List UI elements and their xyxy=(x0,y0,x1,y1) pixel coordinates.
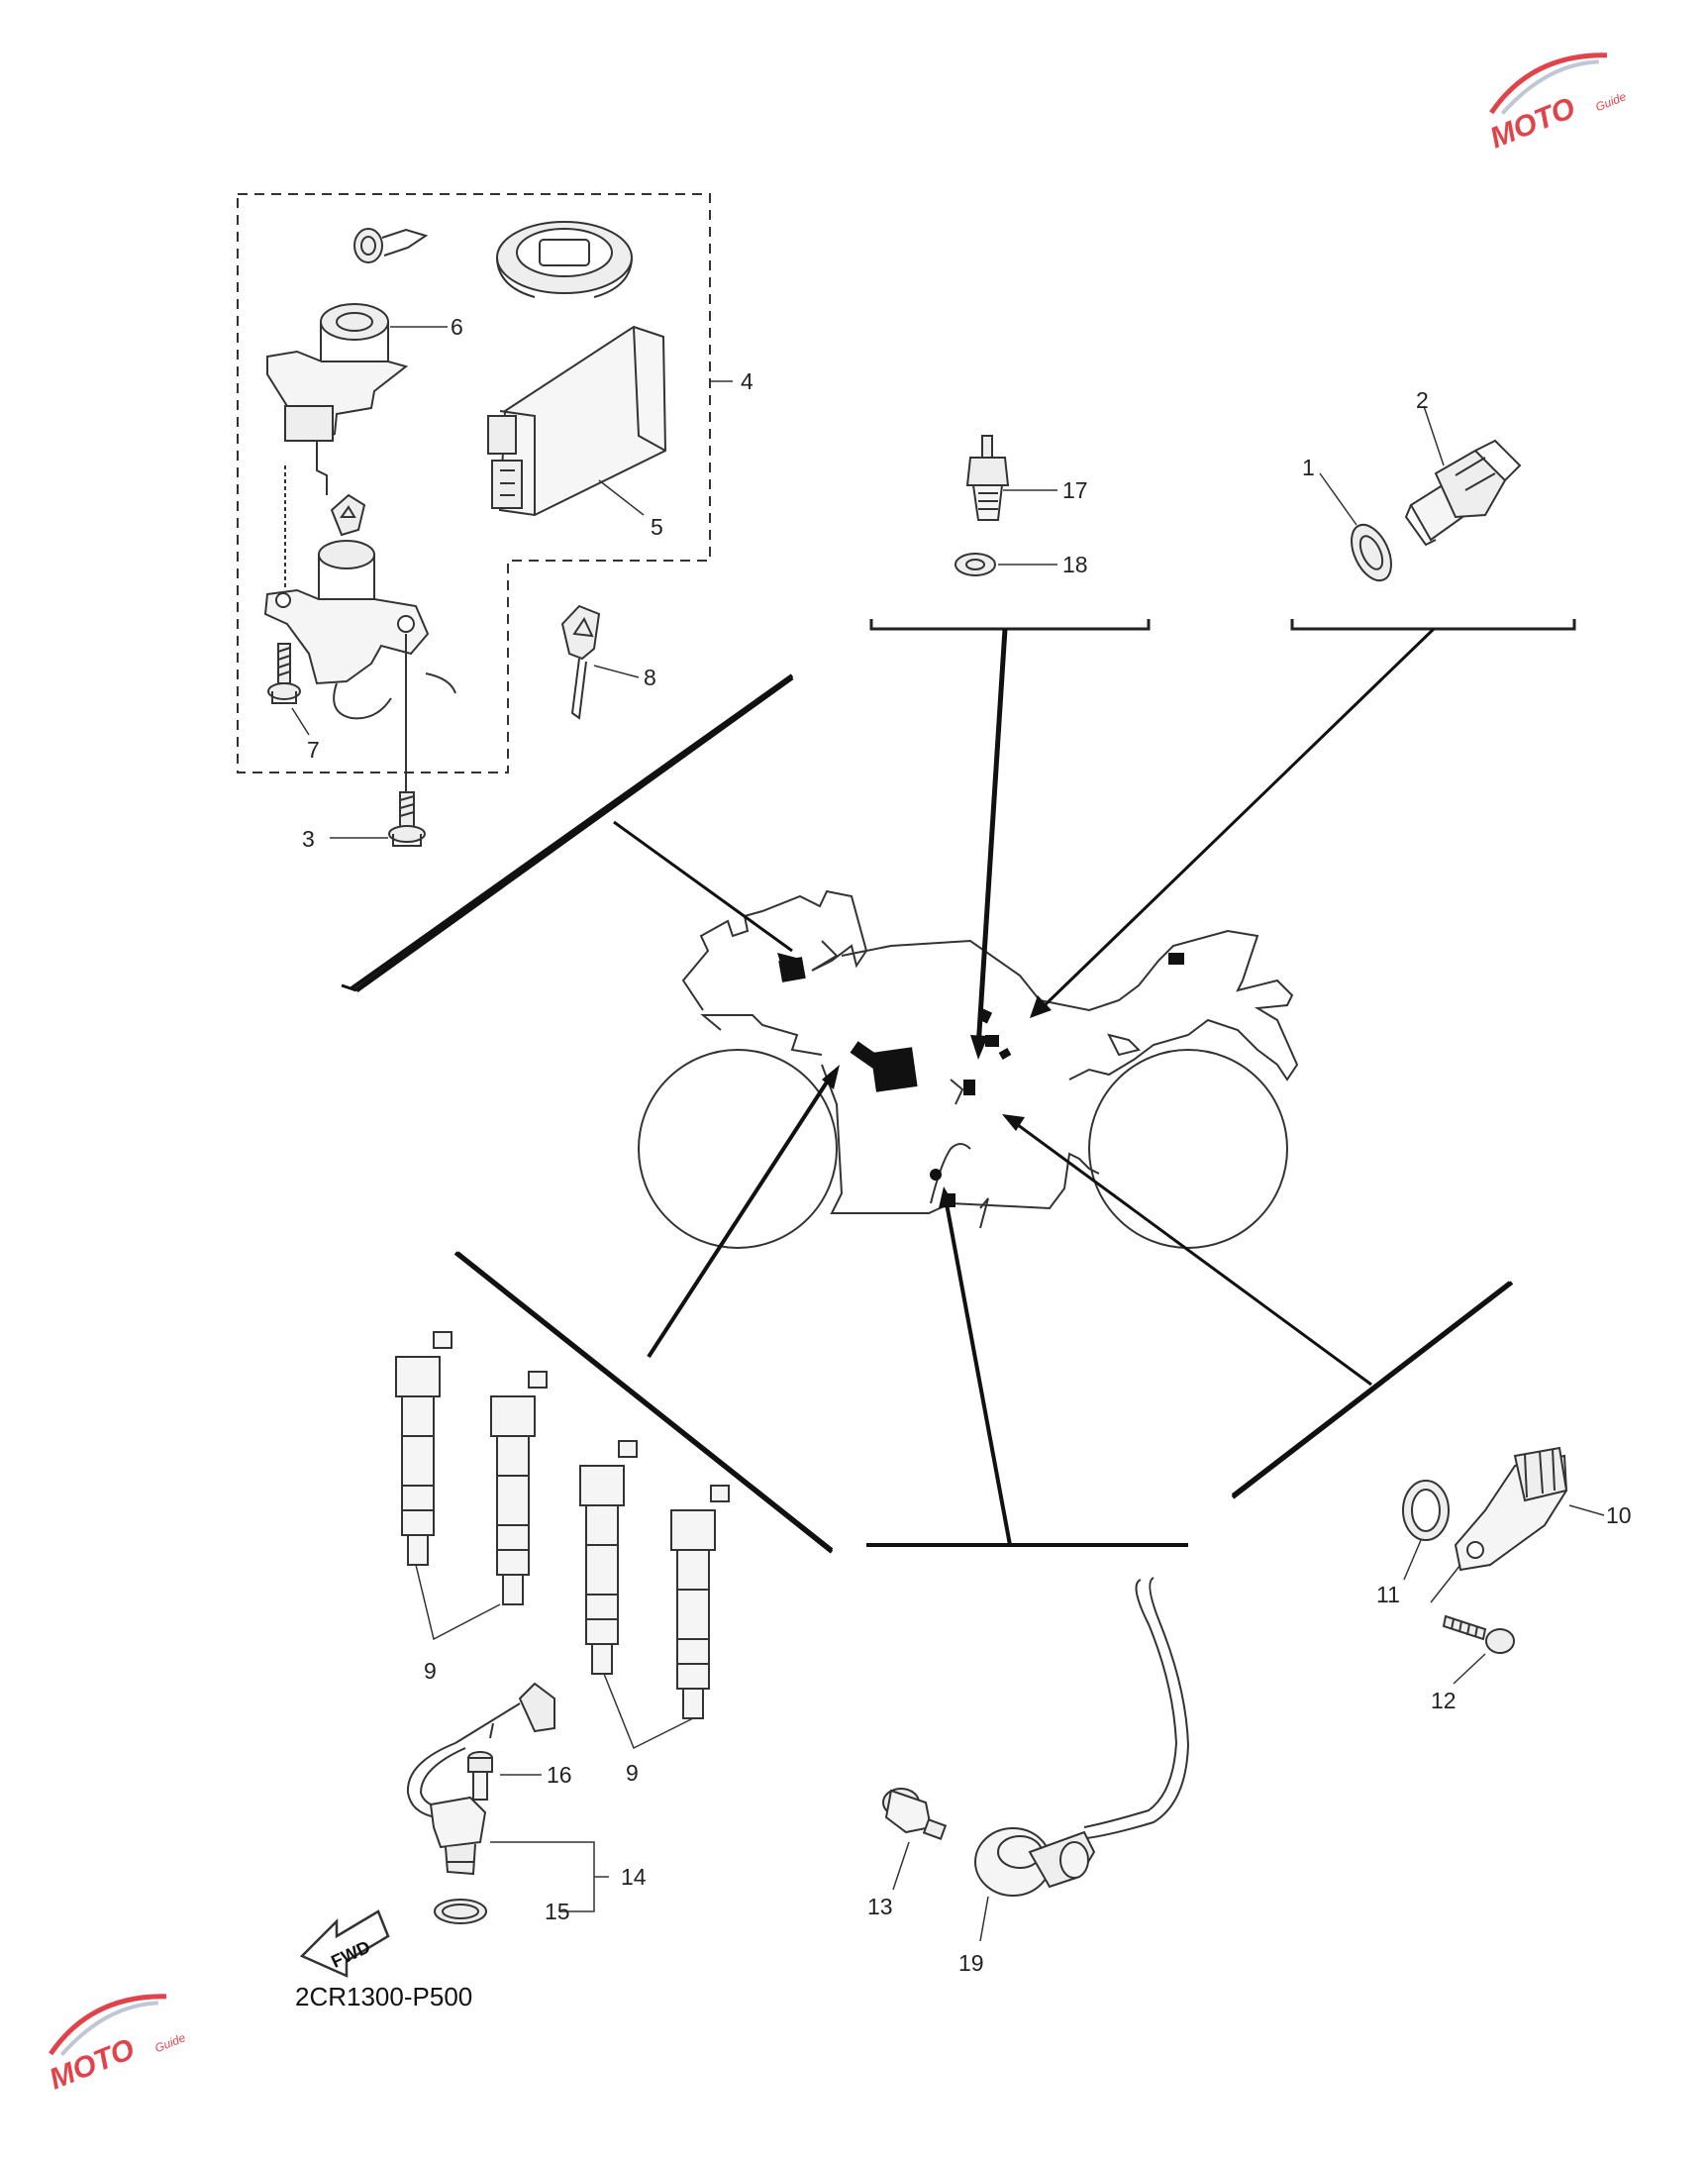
oring-part-15 xyxy=(434,1899,487,1924)
bolt-part-16 xyxy=(467,1751,493,1801)
callout-11: 11 xyxy=(1376,1582,1400,1607)
coil-leader-9b xyxy=(603,1673,694,1750)
callout-17: 17 xyxy=(1062,477,1088,503)
bracket-part-10 xyxy=(1231,1281,1514,1499)
callout-5: 5 xyxy=(651,514,663,540)
ignition-coil-1 xyxy=(395,1331,452,1566)
washer-part-1 xyxy=(1351,523,1392,582)
bracket-top-left xyxy=(350,673,794,990)
callout-16: 16 xyxy=(547,1762,572,1788)
callout-19: 19 xyxy=(958,1950,984,1976)
callout-9b: 9 xyxy=(626,1760,639,1786)
sensor-part-19 xyxy=(974,1577,1190,1897)
callout-12: 12 xyxy=(1431,1688,1457,1713)
fuel-cap xyxy=(496,221,633,298)
bracket-ignition-coils xyxy=(453,1251,834,1554)
pressure-switch-part-13 xyxy=(882,1788,948,1840)
seat-lock-cylinder xyxy=(353,228,429,263)
ignition-coil-4 xyxy=(670,1485,730,1719)
bolt-part-7 xyxy=(267,643,301,704)
watermark-logo-top: MOTO Guide xyxy=(1485,52,1629,155)
motorcycle-silhouette xyxy=(638,889,1299,1249)
callout-8: 8 xyxy=(644,665,656,690)
callout-3: 3 xyxy=(302,826,315,852)
leader-arrowheads xyxy=(777,953,1052,1208)
callout-1: 1 xyxy=(1302,455,1315,480)
ecu-unit xyxy=(487,325,667,517)
main-switch-assembly xyxy=(266,303,409,495)
ignition-coils xyxy=(395,1331,730,1719)
sensor-part-10 xyxy=(1454,1446,1568,1572)
diagram-code: 2CR1300-P500 xyxy=(295,1982,472,2011)
ignition-coil-3 xyxy=(579,1440,638,1675)
crank-sensor-part-14 xyxy=(406,1682,555,1876)
callout-2: 2 xyxy=(1416,387,1429,413)
kit-dashed-outline xyxy=(237,193,711,773)
callout-9a: 9 xyxy=(424,1658,437,1684)
bracket-part-14 xyxy=(490,1841,609,1912)
bolt-part-12 xyxy=(1442,1614,1515,1654)
ignition-coil-2 xyxy=(490,1371,548,1605)
oring-part-11 xyxy=(1402,1480,1450,1541)
bracket-17-18 xyxy=(869,619,1151,631)
callout-10: 10 xyxy=(1606,1502,1632,1528)
fwd-arrow: FWD xyxy=(299,1909,390,1978)
bracket-1-2 xyxy=(1290,619,1576,631)
coil-leader-9a xyxy=(415,1564,501,1641)
sensor-part-17 xyxy=(965,435,1010,521)
callout-13: 13 xyxy=(867,1894,893,1919)
callout-18: 18 xyxy=(1062,552,1088,577)
callout-14: 14 xyxy=(621,1864,647,1890)
key-part-8 xyxy=(560,604,601,720)
callout-4: 4 xyxy=(741,368,754,394)
callout-15: 15 xyxy=(545,1899,570,1924)
temp-sensor-part-2 xyxy=(1404,439,1522,547)
callout-6: 6 xyxy=(451,314,463,340)
bolt-part-3 xyxy=(388,791,426,847)
watermark-logo-bottom: MOTO Guide xyxy=(45,1994,188,2096)
watermark-tag: Guide xyxy=(152,2030,187,2055)
steering-lock-assembly xyxy=(263,465,456,792)
watermark-tag: Guide xyxy=(1593,89,1628,114)
callout-7: 7 xyxy=(307,737,320,763)
washer-part-18 xyxy=(954,553,996,576)
